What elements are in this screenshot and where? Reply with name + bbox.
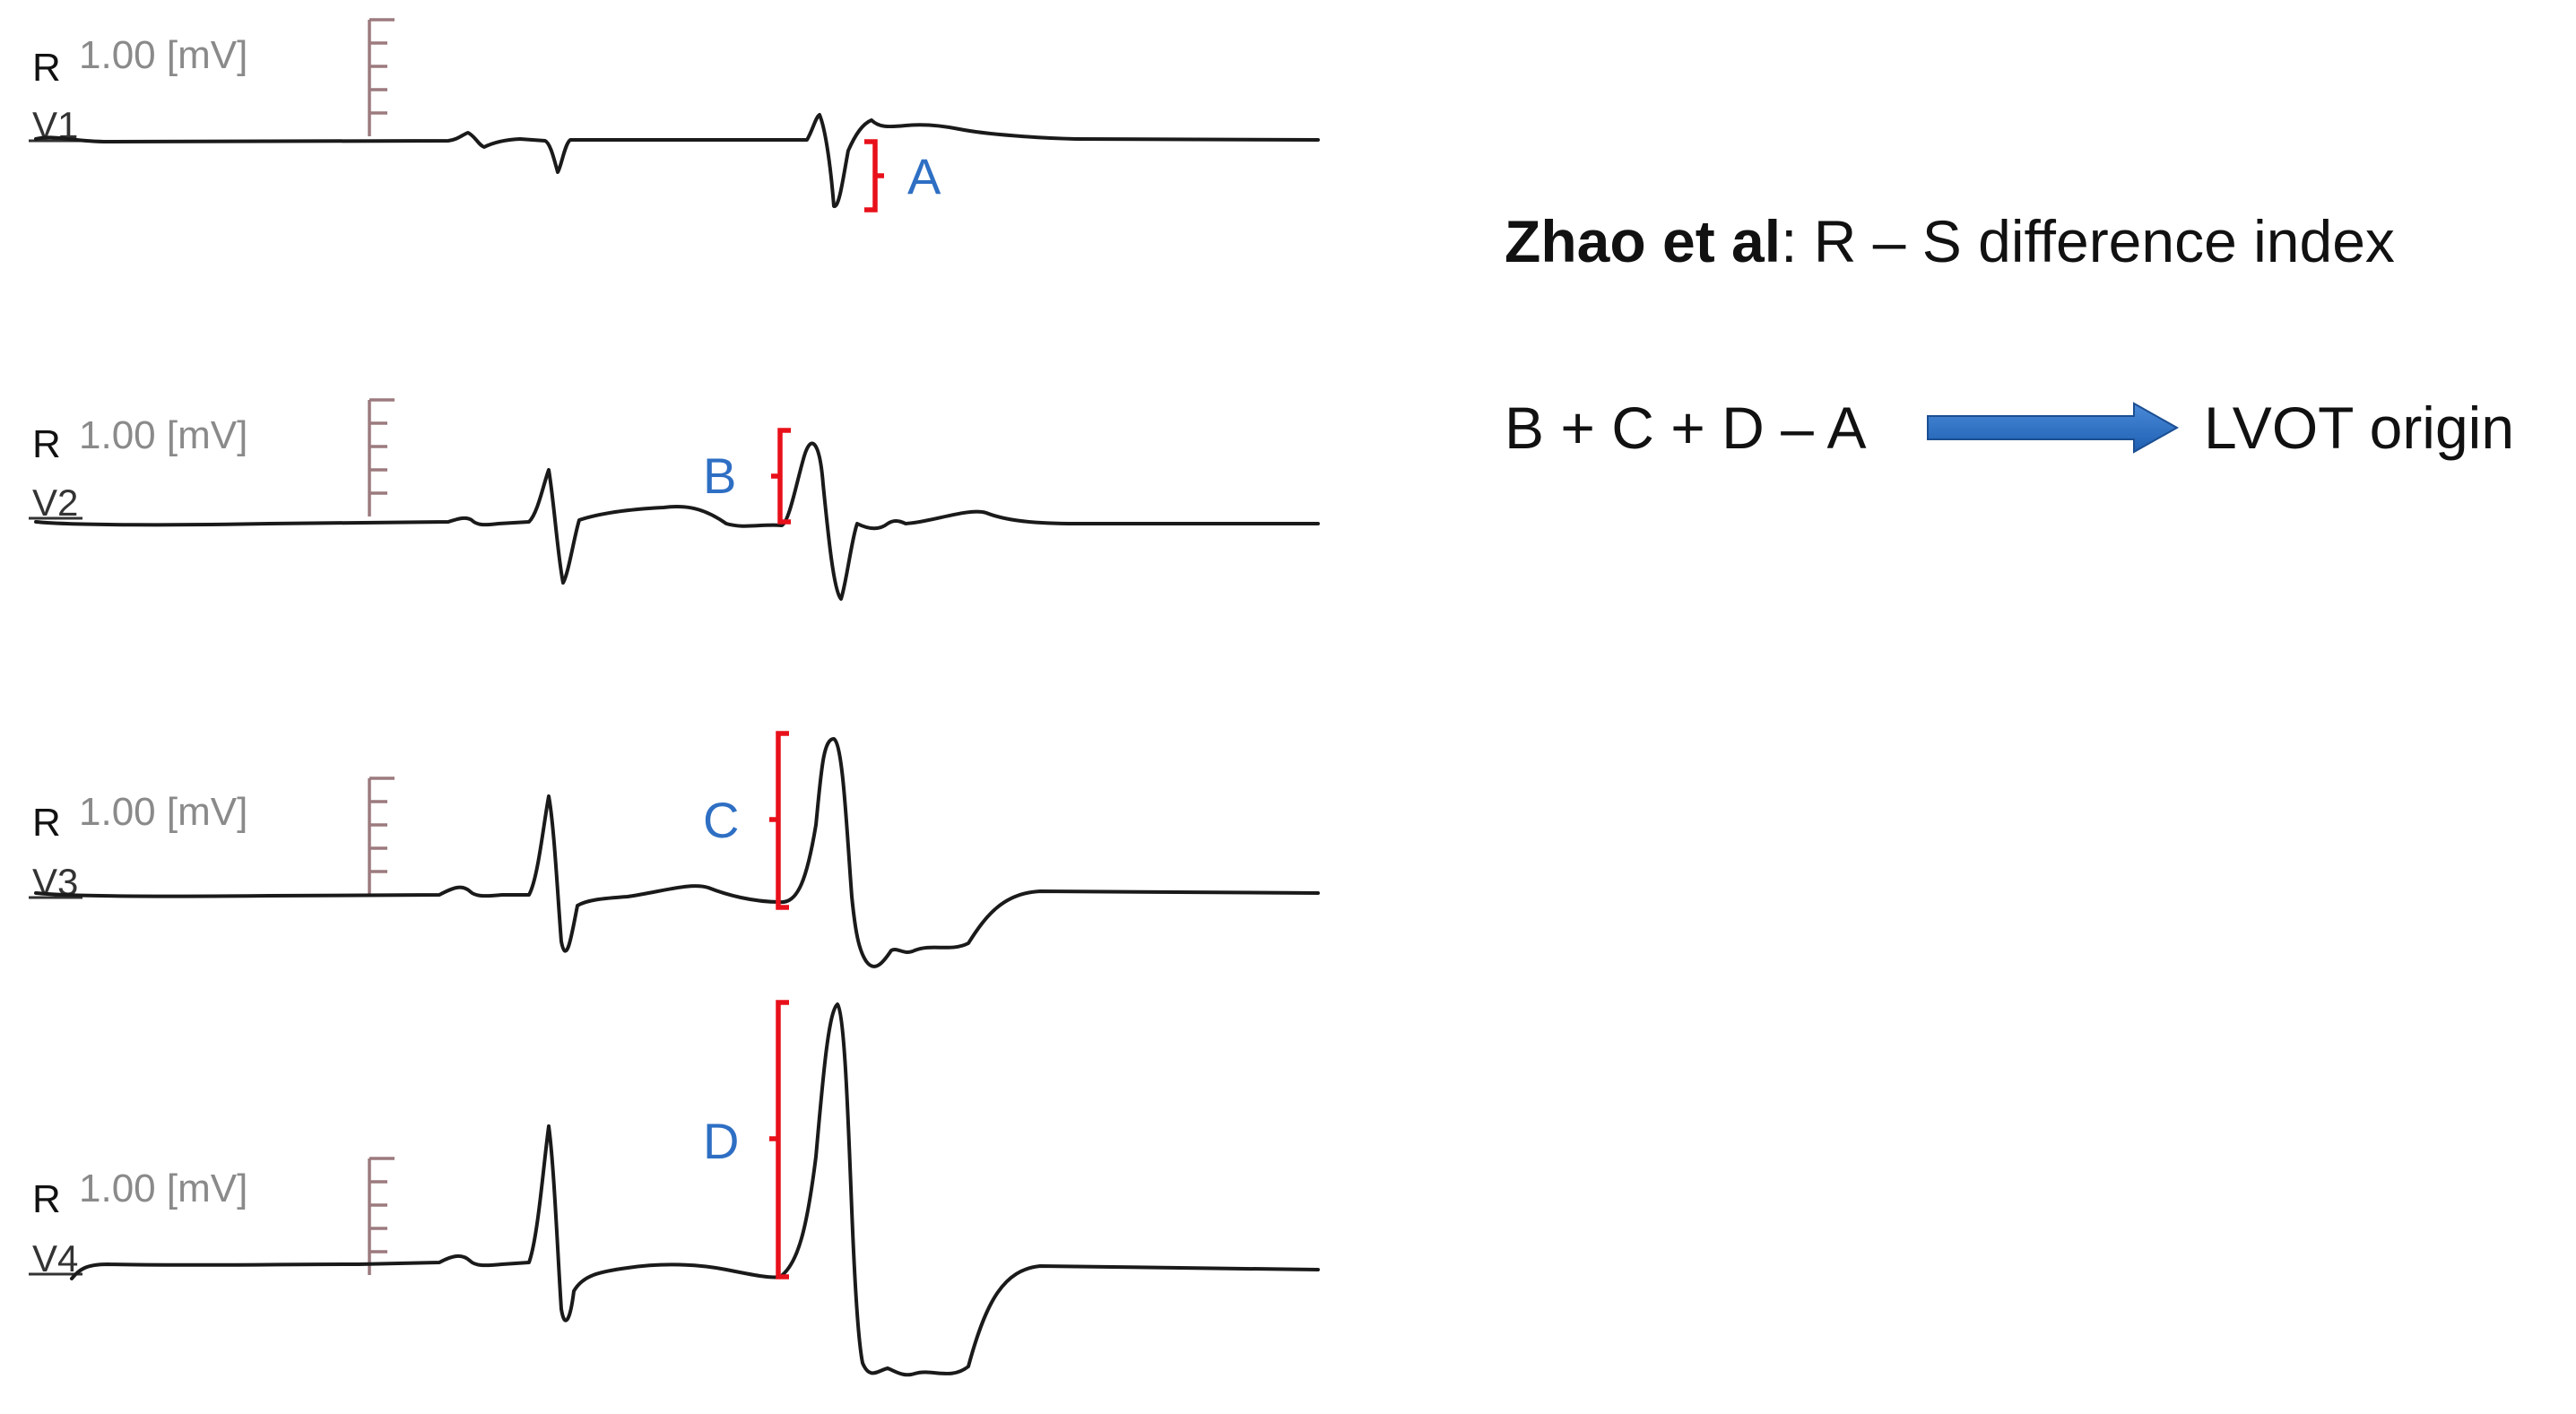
lead-v2: R 1.00 [mV] V2 B	[29, 398, 1320, 601]
bracket-d	[769, 1000, 789, 1280]
right-arrow-icon	[1927, 402, 2180, 454]
bracket-label-c: C	[703, 792, 739, 848]
lead-name: V4	[32, 1237, 78, 1280]
formula-panel: Zhao et al: R – S difference index B + C…	[1505, 208, 2514, 461]
formula-title: Zhao et al: R – S difference index	[1505, 208, 2395, 274]
lead-r-label: R	[32, 46, 61, 90]
bracket-a	[864, 139, 884, 213]
ecg-trace-v2	[34, 441, 1320, 601]
formula-author: Zhao et al	[1505, 208, 1781, 274]
lead-v4: R 1.00 [mV] V4 D	[29, 1000, 1320, 1377]
lead-v3: R 1.00 [mV] V3 C	[29, 731, 1320, 968]
ecg-trace-v4	[70, 1002, 1320, 1377]
lead-name: V2	[32, 481, 78, 524]
lead-r-label: R	[32, 801, 61, 845]
lead-r-label: R	[32, 1177, 61, 1221]
bracket-b	[771, 428, 791, 525]
gain-label: 1.00 [mV]	[79, 33, 247, 77]
calibration-scale-bar	[368, 398, 395, 516]
gain-label: 1.00 [mV]	[79, 790, 247, 834]
calibration-scale-bar	[368, 18, 395, 136]
ecg-trace-v3	[34, 737, 1320, 968]
bracket-label-d: D	[703, 1113, 739, 1169]
calibration-scale-bar	[368, 776, 395, 895]
bracket-c	[769, 731, 789, 910]
ecg-trace-v1	[34, 113, 1320, 208]
bracket-label-a: A	[907, 148, 941, 204]
formula-result: LVOT origin	[2204, 395, 2514, 461]
formula-equation: B + C + D – A	[1505, 395, 1867, 461]
lead-v1: R 1.00 [mV] V1 A	[29, 18, 1320, 213]
lead-r-label: R	[32, 422, 61, 466]
calibration-scale-bar	[368, 1157, 395, 1275]
formula-title-rest: : R – S difference index	[1781, 208, 2395, 274]
gain-label: 1.00 [mV]	[79, 1167, 247, 1210]
gain-label: 1.00 [mV]	[79, 413, 247, 457]
bracket-label-b: B	[703, 447, 736, 504]
